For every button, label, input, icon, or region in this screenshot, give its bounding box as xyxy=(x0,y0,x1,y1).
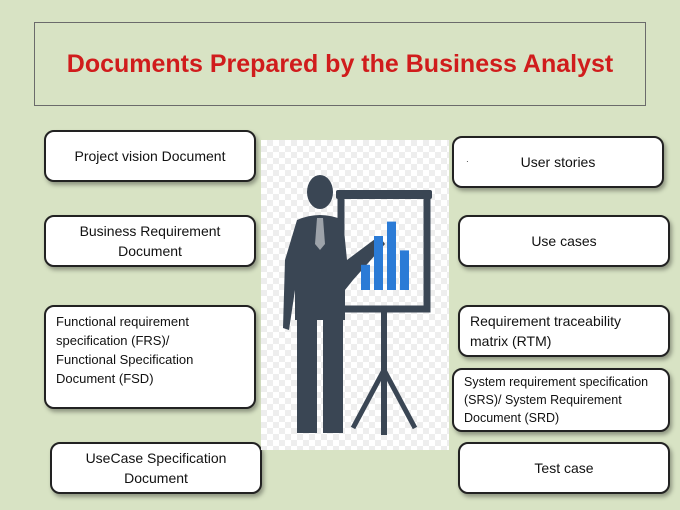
card-business-requirement: Business Requirement Document xyxy=(44,215,256,267)
board-bar xyxy=(400,250,409,290)
card-project-vision: Project vision Document xyxy=(44,130,256,182)
card-label: Project vision Document xyxy=(74,147,226,164)
board-bar xyxy=(387,221,396,290)
card-label: Business Requirement Document xyxy=(79,222,221,259)
board-frame xyxy=(337,191,431,313)
card-frs-fsd: Functional requirement specification (FR… xyxy=(44,305,256,409)
card-srs-srd: System requirement specification (SRS)/ … xyxy=(452,368,670,432)
presenter-head xyxy=(307,175,333,209)
card-use-cases: Use cases xyxy=(458,215,670,267)
bullet-dot: · xyxy=(466,157,469,166)
card-label: Requirement traceability matrix (RTM) xyxy=(470,312,621,349)
presenter-left-leg xyxy=(297,318,317,433)
card-user-stories: · User stories xyxy=(452,136,664,188)
card-rtm: Requirement traceability matrix (RTM) xyxy=(458,305,670,357)
presenter-torso xyxy=(283,215,385,330)
presenter-illustration xyxy=(261,140,449,450)
easel-left-leg xyxy=(350,368,387,430)
board-bar-chart xyxy=(361,221,409,290)
card-label: Functional requirement specification (FR… xyxy=(56,314,194,386)
board-top-bar xyxy=(336,190,432,199)
presenter-right-leg xyxy=(323,318,343,433)
card-usecase-spec: UseCase Specification Document xyxy=(50,442,262,494)
board-bar xyxy=(361,264,370,290)
presenter-with-bar-chart-icon xyxy=(283,175,432,435)
page-title: Documents Prepared by the Business Analy… xyxy=(66,49,614,78)
card-label: System requirement specification (SRS)/ … xyxy=(464,375,649,426)
card-label: UseCase Specification Document xyxy=(85,449,227,486)
card-label: Test case xyxy=(534,459,594,476)
card-label: Use cases xyxy=(531,232,597,249)
presenter-tie xyxy=(315,218,325,250)
card-label: User stories xyxy=(520,153,596,170)
board-bar xyxy=(374,236,383,290)
easel-right-leg xyxy=(381,368,418,430)
title-box: Documents Prepared by the Business Analy… xyxy=(34,22,646,106)
card-test-case: Test case xyxy=(458,442,670,494)
